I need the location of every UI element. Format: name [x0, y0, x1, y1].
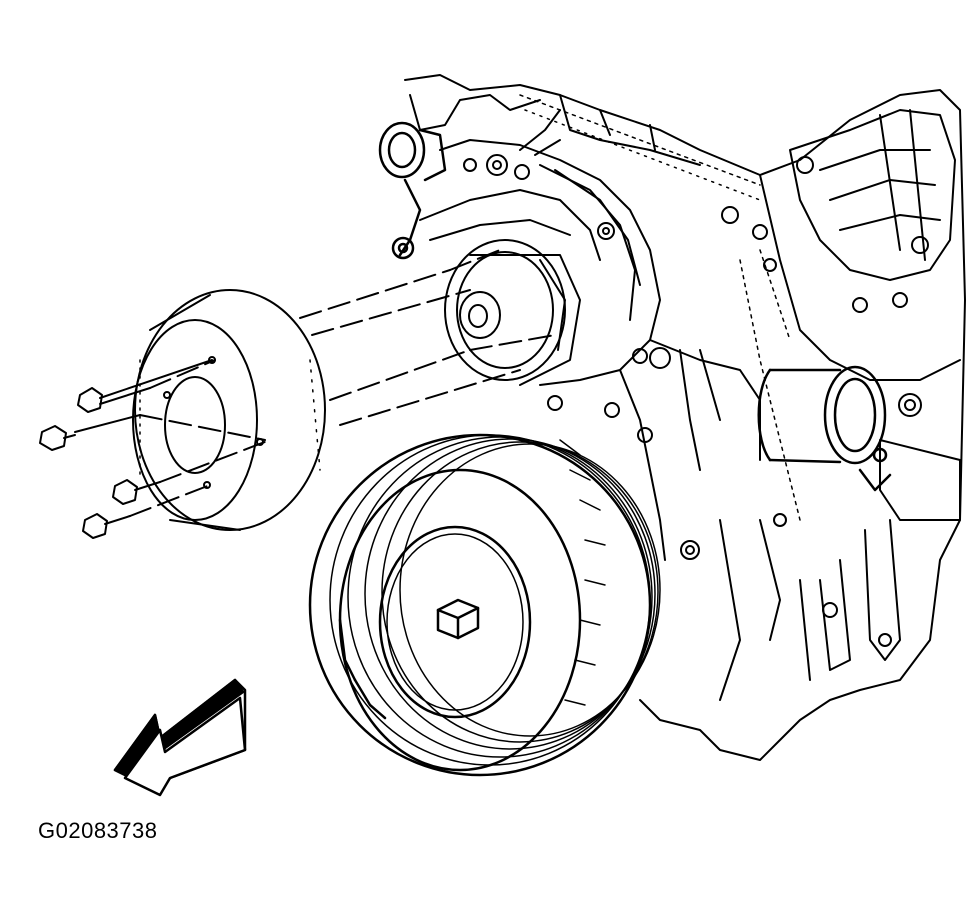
- alignment-lines: [129, 249, 556, 517]
- engine-block: [404, 74, 966, 761]
- timing-cover: [439, 139, 777, 561]
- thermostat-housing: [757, 365, 892, 492]
- crankshaft-balancer: [308, 433, 661, 777]
- water-pump-pulley: [132, 289, 326, 531]
- pulley-bolt: [39, 414, 141, 451]
- pulley-bolt: [112, 479, 161, 505]
- water-pump: [419, 109, 601, 386]
- filler-neck: [378, 121, 447, 260]
- pulley-bolts: [39, 359, 213, 539]
- pulley-bolt: [77, 359, 213, 413]
- pulley-bolt: [82, 513, 131, 539]
- crankshaft-bolt: [436, 598, 480, 640]
- figure-id-label: G02083738: [38, 818, 158, 843]
- front-direction-arrow: [113, 678, 247, 797]
